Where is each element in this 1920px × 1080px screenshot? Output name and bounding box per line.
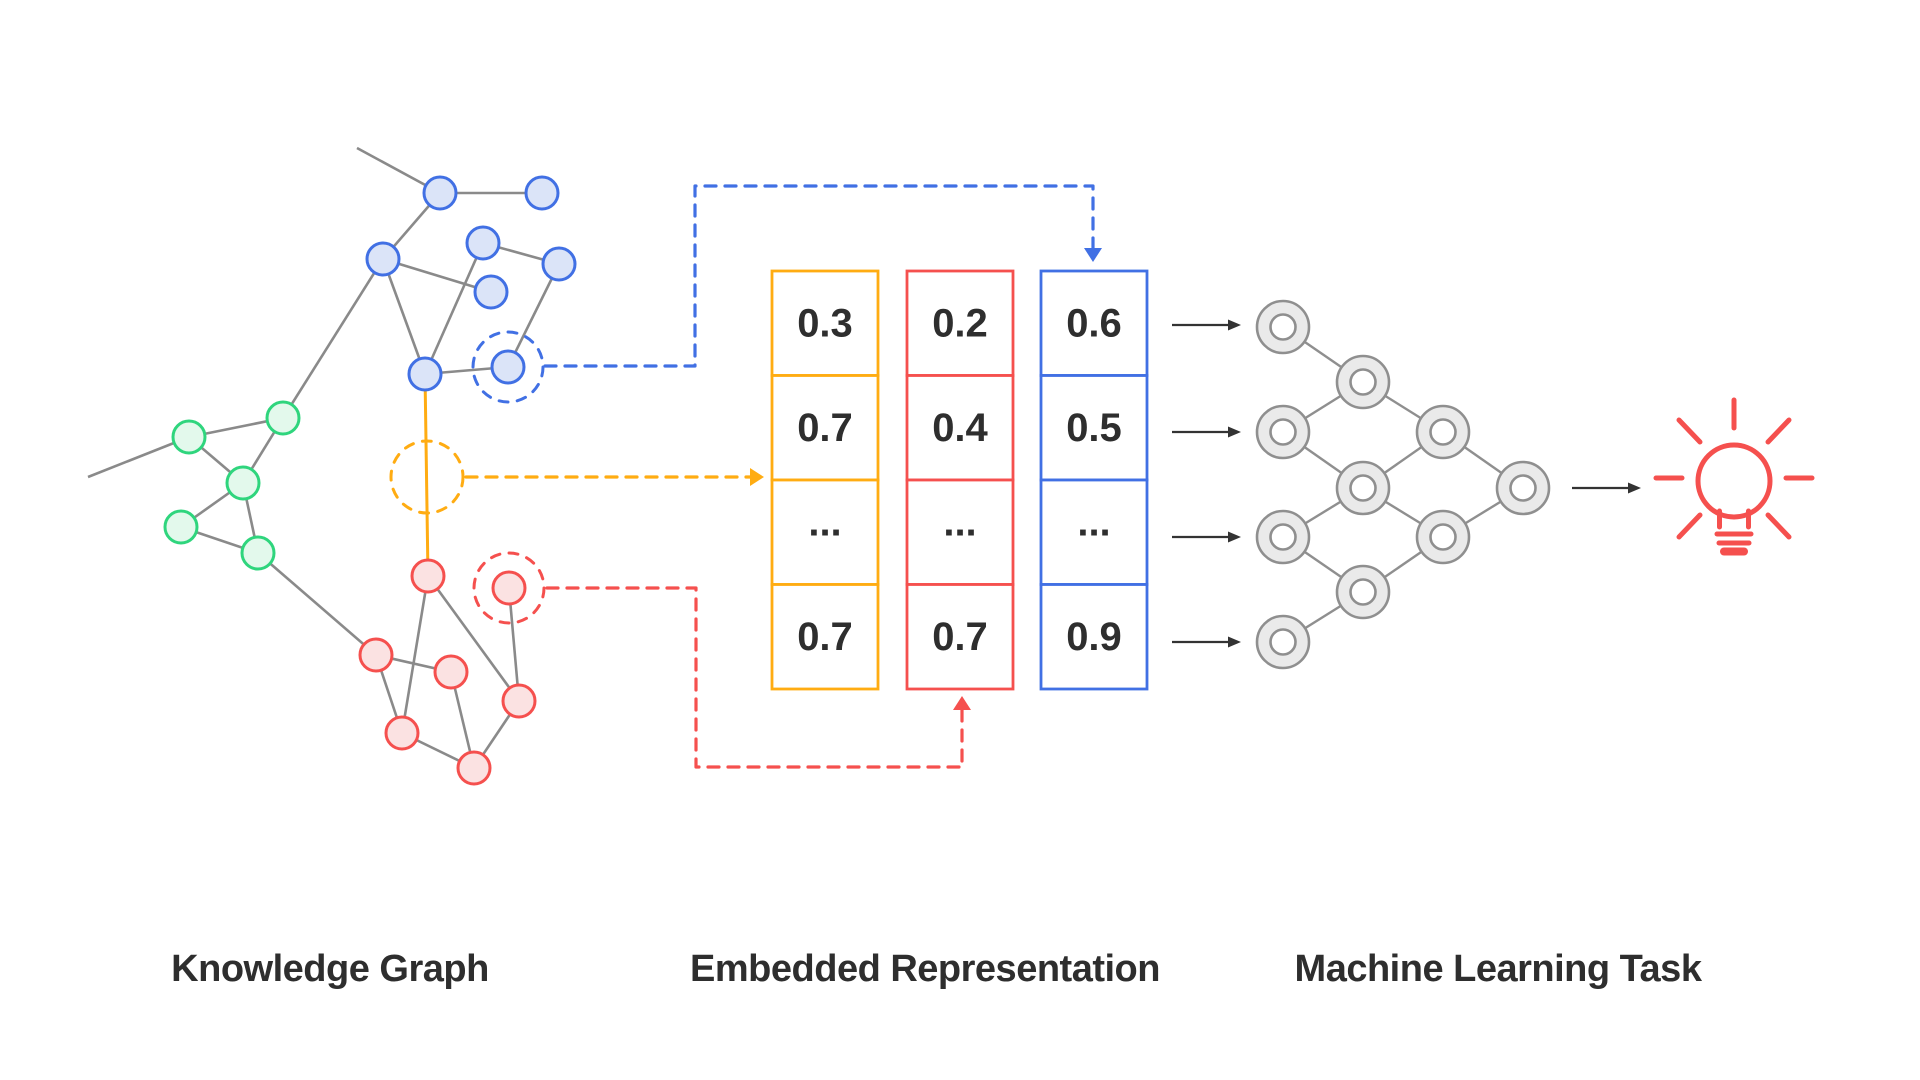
graph-edge xyxy=(507,587,521,702)
bulb-globe xyxy=(1695,442,1773,520)
graph-edge-highlighted xyxy=(423,373,430,577)
nn-node-hole xyxy=(1349,578,1377,606)
graph-node-green xyxy=(163,509,199,545)
vector-cell-value: 0.7 xyxy=(932,615,988,659)
vector-cell xyxy=(770,478,880,586)
graph-node-green xyxy=(225,465,261,501)
red-dashed-arrow xyxy=(545,586,964,769)
graph-node-green xyxy=(240,535,276,571)
graph-node-blue xyxy=(422,175,458,211)
caption-embedded-representation: Embedded Representation xyxy=(690,948,1160,990)
arrowhead xyxy=(1628,482,1641,494)
neural-network xyxy=(1255,299,1551,670)
nn-node-hole xyxy=(1269,628,1297,656)
vector-cell-value: 0.4 xyxy=(932,406,988,450)
nn-node-hole xyxy=(1429,418,1457,446)
graph-node-green xyxy=(265,400,301,436)
vector-cell xyxy=(770,269,880,377)
nn-node-hole xyxy=(1269,523,1297,551)
arrowhead xyxy=(750,468,764,486)
caption-machine-learning-task: Machine Learning Task xyxy=(1294,948,1702,990)
graph-node-green xyxy=(171,419,207,455)
graph-edge xyxy=(381,258,427,375)
graph-node-blue xyxy=(524,175,560,211)
red-vector: 0.2 0.4... 0.7 xyxy=(905,269,1015,691)
graph-node-red xyxy=(433,654,469,690)
nn-node-hole xyxy=(1349,474,1377,502)
graph-edge xyxy=(382,257,492,294)
vector-cell xyxy=(1039,478,1149,586)
selected-node-dashed-circle xyxy=(389,439,465,515)
knowledge-graph-nodes xyxy=(163,175,577,786)
vector-cell xyxy=(905,583,1015,691)
nn-node-hole xyxy=(1509,474,1537,502)
graph-edge xyxy=(257,552,377,656)
nn-node-hole xyxy=(1349,368,1377,396)
blue-dashed-arrow xyxy=(543,184,1095,368)
vector-cell-value: 0.6 xyxy=(1066,301,1122,345)
graph-node-blue xyxy=(490,349,526,385)
vector-cell-value: 0.9 xyxy=(1066,615,1122,659)
arrowhead xyxy=(1228,426,1241,438)
vector-cell xyxy=(905,478,1015,586)
vector-cell xyxy=(1039,269,1149,377)
graph-node-red xyxy=(410,558,446,594)
vector-cell xyxy=(905,269,1015,377)
bulb-ray-bottom-left xyxy=(1676,512,1703,540)
graph-node-red xyxy=(491,570,527,606)
caption-knowledge-graph: Knowledge Graph xyxy=(171,948,489,990)
arrowhead xyxy=(1228,319,1241,331)
highlighted-node-dashed-circles xyxy=(389,330,546,625)
graph-edge xyxy=(281,258,385,419)
vector-cell xyxy=(1039,374,1149,482)
bulb-ray-top-right xyxy=(1765,417,1792,445)
flow-arrows xyxy=(1172,319,1641,648)
arrowhead xyxy=(1228,531,1241,543)
nn-node-hole xyxy=(1269,418,1297,446)
vector-cell-value: ... xyxy=(943,500,976,544)
graph-edge xyxy=(87,435,190,479)
graph-node-blue xyxy=(465,225,501,261)
vector-cell-value: 0.7 xyxy=(797,406,853,450)
vector-cell xyxy=(1039,583,1149,691)
lightbulb-icon xyxy=(1653,397,1815,556)
graph-node-red xyxy=(384,715,420,751)
bulb-ray-top-left xyxy=(1676,417,1703,445)
embedding-dashed-arrows xyxy=(464,184,1102,769)
orange-vector: 0.3 0.7... 0.7 xyxy=(770,269,880,691)
graph-node-blue xyxy=(473,274,509,310)
graph-edge xyxy=(426,575,521,702)
bulb-neck xyxy=(1717,508,1751,530)
arrowhead xyxy=(953,696,971,710)
graph-edge xyxy=(400,575,430,734)
vector-cell xyxy=(905,374,1015,482)
graph-node-blue xyxy=(407,356,443,392)
nn-node-hole xyxy=(1429,523,1457,551)
arrowhead xyxy=(1084,248,1102,262)
graph-node-red xyxy=(501,683,537,719)
graph-edge xyxy=(423,242,485,375)
graph-node-red xyxy=(456,750,492,786)
vector-cell-value: ... xyxy=(1077,500,1110,544)
vector-cell-value: 0.5 xyxy=(1066,406,1122,450)
graph-node-red xyxy=(358,637,394,673)
vector-cell-value: 0.3 xyxy=(797,301,853,345)
vector-cell-value: 0.2 xyxy=(932,301,988,345)
embedding-vector-columns: 0.3 0.7... 0.7 0.2 0.4... 0.7 0.6 0.5... 0.9 xyxy=(770,269,1149,691)
selected-node-dashed-circle xyxy=(472,551,546,625)
graph-node-blue xyxy=(541,246,577,282)
vector-cell xyxy=(770,583,880,691)
vector-cell-value: ... xyxy=(808,500,841,544)
selected-node-dashed-circle xyxy=(471,330,545,404)
graph-node-blue xyxy=(365,241,401,277)
vector-cell-value: 0.7 xyxy=(797,615,853,659)
blue-vector: 0.6 0.5... 0.9 xyxy=(1039,269,1149,691)
graph-edge xyxy=(506,263,561,368)
nn-node-hole xyxy=(1269,313,1297,341)
bulb-ray-bottom-right xyxy=(1765,512,1792,540)
arrowhead xyxy=(1228,636,1241,648)
